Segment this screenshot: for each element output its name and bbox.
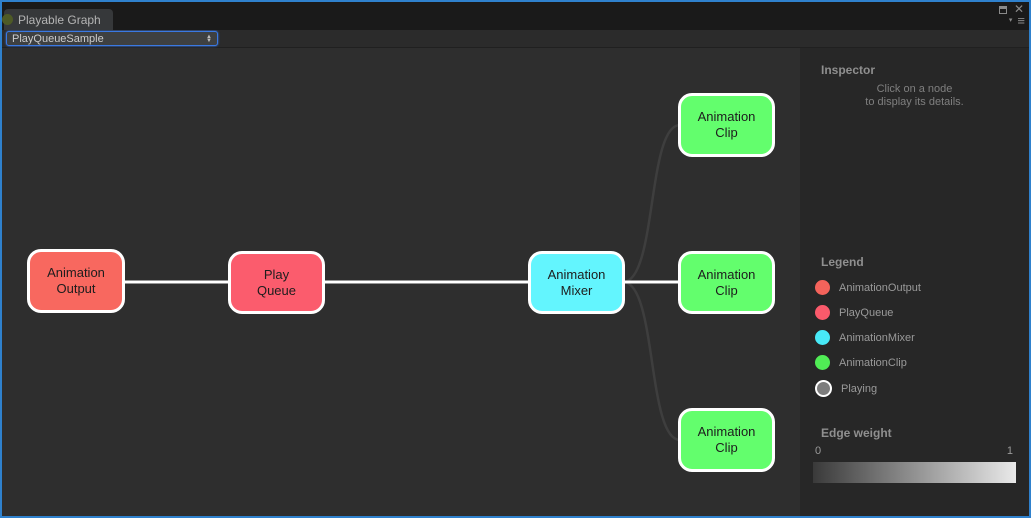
legend-item-animation-output: AnimationOutput xyxy=(815,280,1015,295)
tab-icon xyxy=(2,14,13,25)
node-animation-clip-bottom[interactable]: Animation Clip xyxy=(678,408,775,472)
legend-dot-animation-mixer xyxy=(815,330,830,345)
edge-weight-title: Edge weight xyxy=(821,426,892,440)
side-panel: Inspector Click on a node to display its… xyxy=(800,48,1029,516)
close-icon[interactable]: ✕ xyxy=(1013,2,1024,16)
legend-item-animation-clip: AnimationClip xyxy=(815,355,1015,370)
legend-dot-play-queue xyxy=(815,305,830,320)
legend-item-playing: Playing xyxy=(815,380,1015,397)
inspector-title: Inspector xyxy=(821,63,876,77)
node-play-queue[interactable]: Play Queue xyxy=(228,251,325,314)
edge-weight-gradient-bar xyxy=(813,462,1016,483)
legend-dot-animation-clip xyxy=(815,355,830,370)
edge-weight-max-label: 1 xyxy=(1006,445,1013,457)
tab-playable-graph[interactable]: Playable Graph xyxy=(2,9,113,30)
edge-mixer-clip-bottom xyxy=(622,280,681,442)
dropdown-arrows-icon: ▲ ▼ xyxy=(206,33,212,44)
legend-item-animation-mixer: AnimationMixer xyxy=(815,330,1015,345)
inspector-empty-message: Click on a node to display its details. xyxy=(865,83,964,108)
main-area: Animation Output Play Queue Animation Mi… xyxy=(2,48,1029,516)
legend-item-play-queue: PlayQueue xyxy=(815,305,1015,320)
graph-selector-dropdown[interactable]: PlayQueueSample ▲ ▼ xyxy=(6,31,218,46)
edges-layer xyxy=(125,123,681,442)
node-animation-mixer[interactable]: Animation Mixer xyxy=(528,251,625,314)
tab-label: Playable Graph xyxy=(18,12,101,27)
node-animation-clip-top[interactable]: Animation Clip xyxy=(678,93,775,157)
graph-selector-value: PlayQueueSample xyxy=(12,32,104,45)
legend-dot-playing xyxy=(815,380,832,397)
maximize-icon[interactable] xyxy=(998,5,1007,14)
edge-weight-min-label: 0 xyxy=(815,445,822,457)
legend-dot-animation-output xyxy=(815,280,830,295)
legend-title: Legend xyxy=(821,255,864,269)
node-animation-output[interactable]: Animation Output xyxy=(27,249,125,313)
window-menu-icon[interactable]: ≡ xyxy=(1017,13,1025,28)
window-controls: ✕ ▾ ≡ xyxy=(998,2,1025,28)
menu-arrow-icon: ▾ xyxy=(1008,17,1013,24)
toolbar: PlayQueueSample ▲ ▼ xyxy=(2,30,1029,48)
node-animation-clip-middle[interactable]: Animation Clip xyxy=(678,251,775,314)
graph-canvas[interactable]: Animation Output Play Queue Animation Mi… xyxy=(2,48,800,516)
title-bar: Playable Graph ✕ ▾ ≡ xyxy=(2,2,1029,30)
edge-mixer-clip-top xyxy=(622,123,681,284)
